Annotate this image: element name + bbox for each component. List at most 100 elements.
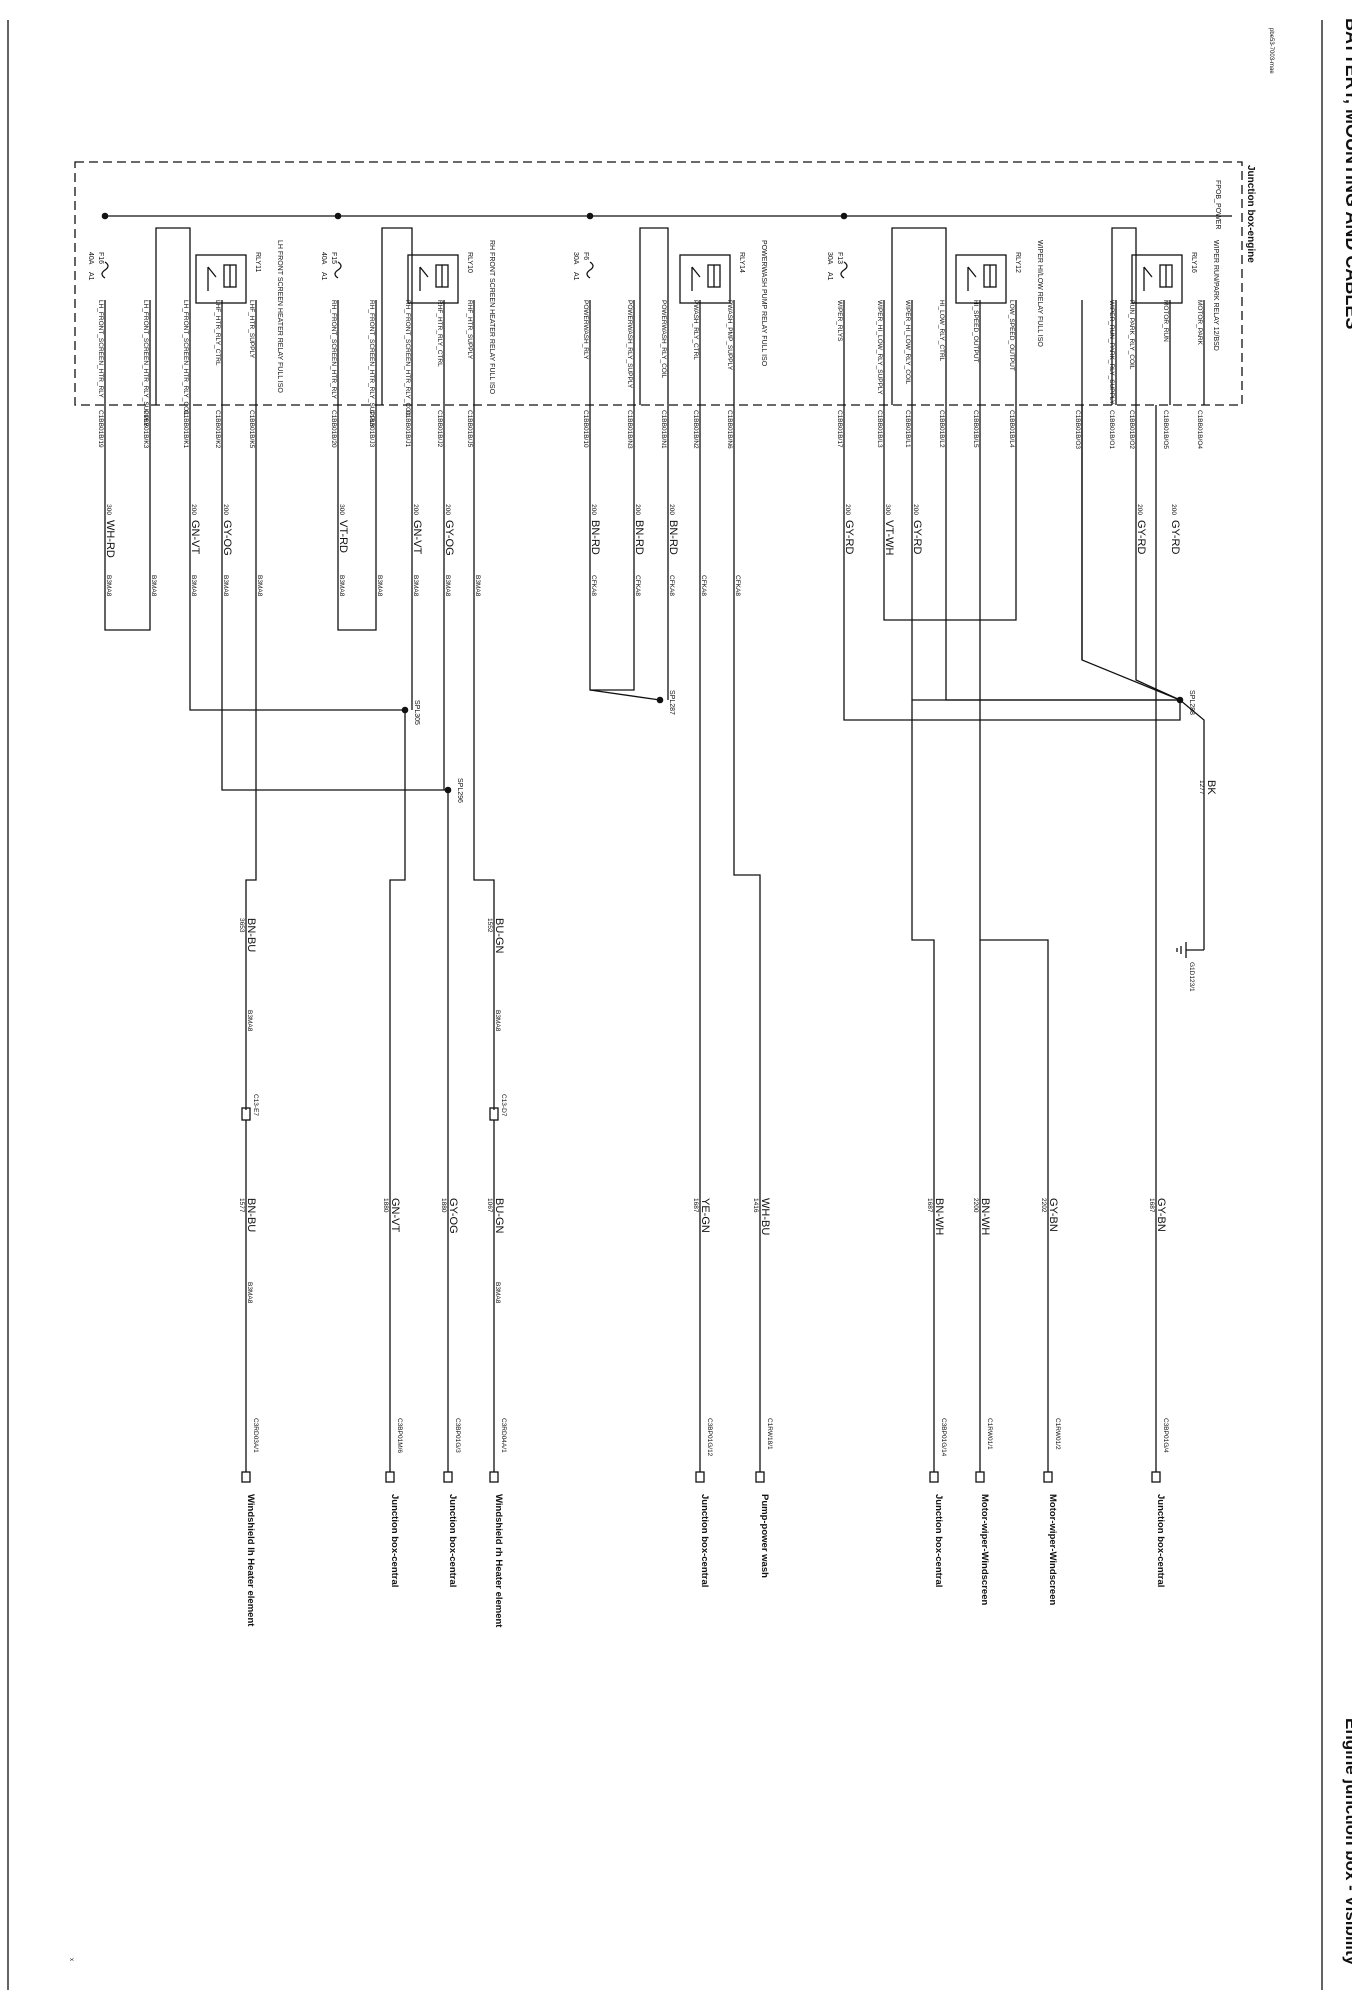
ground-icon xyxy=(1176,942,1187,958)
wire-gauge: 200 xyxy=(912,504,919,515)
connector-pin: C1BB01B/L1 xyxy=(904,410,911,448)
inline-connector-id: C13-D7 xyxy=(500,1094,507,1117)
circuit-name: RHF_HTR_RLY_CTRL xyxy=(436,300,443,367)
fuse-symbol xyxy=(101,261,109,279)
harness-code: B3MA8 xyxy=(246,1282,253,1304)
doc-code: pbe53-7003-mae xyxy=(1268,28,1274,74)
circuit-name: MOTOR_RUN xyxy=(1162,300,1169,342)
harness-code: B3MA8 xyxy=(190,575,197,597)
bus-tap-dot xyxy=(334,212,342,220)
wire-color: VT-RD xyxy=(337,520,349,553)
wire-color: BU-GN xyxy=(493,1198,505,1234)
connector-pin: C1BB01B/K1 xyxy=(182,410,189,449)
inline-connector-id: C13-E7 xyxy=(252,1094,259,1116)
page-title: Engine junction box - Visibility xyxy=(1342,1718,1352,1966)
circuit-name: RHF_HTR_SUPPLY xyxy=(466,300,473,360)
wire xyxy=(911,700,935,1472)
wire xyxy=(733,405,761,1472)
fuse-rating: 40A xyxy=(87,252,94,265)
wire-color: GY-BN xyxy=(1047,1198,1059,1232)
connector-pin: C3RD04A/1 xyxy=(500,1418,507,1453)
terminal-symbol xyxy=(929,1471,939,1483)
destination-name: Windshield rh Heater element xyxy=(493,1494,504,1628)
wire-num: 1880 xyxy=(440,1198,447,1213)
relay-name: LH FRONT SCREEN HEATER RELAY FULL ISO xyxy=(276,240,283,393)
relay-loop xyxy=(381,227,413,405)
wire-color: GY-OG xyxy=(447,1198,459,1234)
supply-loop xyxy=(883,405,1017,621)
circuit-name: HI_SPEED_OUTPUT xyxy=(972,300,979,363)
wire xyxy=(979,405,1049,1472)
terminal-symbol xyxy=(489,1471,499,1483)
circuit-name: WIPER_HI_LOW_RLY_SUPPLY xyxy=(876,300,883,395)
wire-gauge: 200 xyxy=(634,504,641,515)
connector-pin: C1BB01B/L2 xyxy=(938,410,945,448)
wire xyxy=(589,689,661,701)
terminal-symbol xyxy=(443,1471,453,1483)
wire xyxy=(1179,699,1205,950)
fuse-symbol xyxy=(586,261,594,279)
wire-color: GY-OG xyxy=(221,520,233,556)
connector-pin: C1BB01B/O5 xyxy=(1162,410,1169,449)
wire-color: GY-BN xyxy=(1155,1198,1167,1232)
circuit-name: PWASH_PMP_SUPPLY xyxy=(726,300,733,371)
wire-color: BN-WH xyxy=(979,1198,991,1235)
circuit-name: POWERWASH_RLY xyxy=(582,300,589,360)
connector-pin: C1BB01B/J2 xyxy=(436,410,443,448)
wire xyxy=(843,405,1181,721)
relay-id: RLY12 xyxy=(1014,252,1021,273)
connector-pin: C3BP01G/12 xyxy=(706,1418,713,1457)
wire-gauge: 200 xyxy=(844,504,851,515)
wire-num: 1687 xyxy=(1148,1198,1155,1213)
wire-gauge: 200 xyxy=(190,504,197,515)
connector-pin: C3RD03A/1 xyxy=(252,1418,259,1453)
circuit-name: LHF_HTR_RLY_CTRL xyxy=(214,300,221,366)
wire xyxy=(473,405,495,1110)
wire xyxy=(221,405,448,791)
circuit-name: RH_FRONT_SCREEN_HTR_RLY_SUPPLY xyxy=(368,300,375,428)
connector-pin: C1BB01B/N2 xyxy=(692,410,699,449)
fuse-pin: A1 xyxy=(826,272,833,281)
circuit-name: LH_FRONT_SCREEN_HTR_RLY_COIL xyxy=(182,300,189,417)
connector-pin: C1BB01B/10 xyxy=(582,410,589,448)
ground-wire-color: BK xyxy=(1205,780,1217,795)
junction-box-label: Junction box-engine xyxy=(1245,165,1256,263)
destination-name: Junction box-central xyxy=(933,1494,944,1587)
harness-code: B3MA8 xyxy=(494,1282,501,1304)
terminal-symbol xyxy=(1043,1471,1053,1483)
wire-gauge: 200 xyxy=(1170,504,1177,515)
wire-num: 1067 xyxy=(486,1198,493,1213)
wire-color: GY-RD xyxy=(1135,520,1147,554)
wire-gauge: 200 xyxy=(412,504,419,515)
circuit-name: RUN_PARK_RLY_COIL xyxy=(1128,300,1135,370)
terminal-symbol xyxy=(385,1471,395,1483)
wire-color: GN-VT xyxy=(411,520,423,555)
relay-name: WIPER RUN/PARK RELAY 12/BSD xyxy=(1212,240,1219,351)
harness-code: B3MA8 xyxy=(246,1010,253,1032)
bus-tap-dot xyxy=(101,212,109,220)
splice-label: SPL288 xyxy=(1188,690,1195,715)
circuit-name: POWERWASH_RLY_COIL xyxy=(660,300,667,379)
fuse-pin: A1 xyxy=(87,272,94,281)
connector-pin: C1BB01B/19 xyxy=(97,410,104,448)
wire-num: 1416 xyxy=(752,1198,759,1213)
circuit-name: WIPER_RLYS xyxy=(836,300,843,342)
wire-num: 2200 xyxy=(972,1198,979,1213)
circuit-name: POWERWASH_RLY_SUPPLY xyxy=(626,300,633,389)
wire-gauge: 300 xyxy=(338,504,345,515)
relay-id: RLY14 xyxy=(738,252,745,273)
wire-layer xyxy=(74,161,1243,1483)
relay-loop xyxy=(1111,227,1137,405)
connector-pin: C1BB01B/J1 xyxy=(404,410,411,448)
fuse-pin: A1 xyxy=(320,272,327,281)
relay-loop xyxy=(891,227,947,405)
wire-color: BN-WH xyxy=(933,1198,945,1235)
supply-loop xyxy=(337,405,377,631)
connector-pin: C1BB01B/L3 xyxy=(876,410,883,448)
splice-label: SPL296 xyxy=(456,778,463,803)
circuit-name: WIPER_HI_LOW_RLY_COIL xyxy=(904,300,911,385)
wire-gauge: 300 xyxy=(884,504,891,515)
wire-num: 1577 xyxy=(238,1198,245,1213)
harness-code: CFKA8 xyxy=(734,575,741,596)
